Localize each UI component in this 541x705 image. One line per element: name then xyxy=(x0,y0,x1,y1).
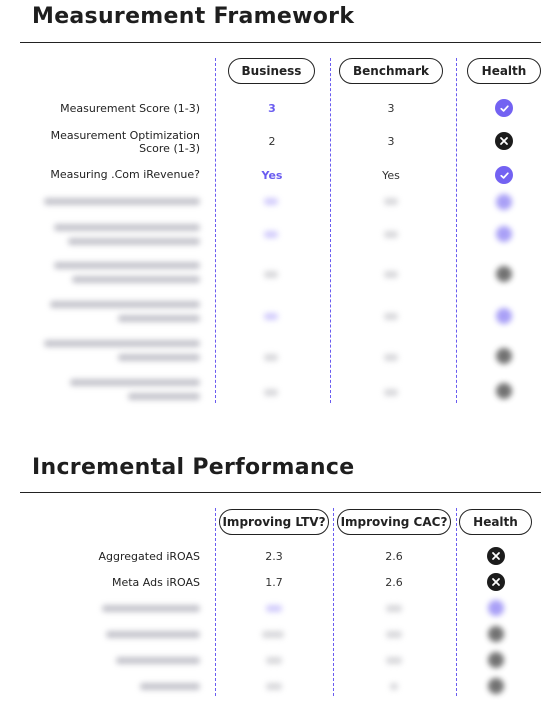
blurred-label xyxy=(118,354,200,361)
x-circle-icon xyxy=(495,132,513,150)
blurred-value xyxy=(386,631,402,638)
blurred-value xyxy=(384,198,398,205)
blurred-icon xyxy=(496,348,512,364)
blurred-value xyxy=(264,271,278,278)
blurred-icon xyxy=(488,600,504,616)
blurred-label xyxy=(68,238,200,245)
column-divider xyxy=(456,58,457,403)
column-divider xyxy=(215,508,216,696)
blurred-value xyxy=(266,683,282,690)
blurred-value xyxy=(384,231,398,238)
row-label: Measurement Optimization Score (1-3) xyxy=(50,129,200,155)
blurred-icon xyxy=(496,226,512,242)
blurred-value xyxy=(386,605,402,612)
blurred-label xyxy=(50,301,200,308)
cac-value: 2.6 xyxy=(385,576,403,589)
blurred-icon xyxy=(488,626,504,642)
section-title-incremental: Incremental Performance xyxy=(32,455,355,480)
column-divider xyxy=(333,508,334,696)
blurred-value xyxy=(386,657,402,664)
blurred-label xyxy=(102,605,200,612)
x-circle-icon xyxy=(487,573,505,591)
blurred-label xyxy=(140,683,200,690)
blurred-value xyxy=(264,354,278,361)
blurred-value xyxy=(262,631,284,638)
blurred-value xyxy=(264,313,278,320)
blurred-label xyxy=(54,262,200,269)
row-label: Measurement Score (1-3) xyxy=(60,102,200,115)
blurred-label xyxy=(128,393,200,400)
row-label: Meta Ads iROAS xyxy=(111,576,200,589)
business-value: Yes xyxy=(261,169,283,182)
row-label: Aggregated iROAS xyxy=(98,550,201,563)
blurred-icon xyxy=(496,308,512,324)
blurred-label xyxy=(116,657,200,664)
blurred-value xyxy=(264,231,278,238)
benchmark-value: 3 xyxy=(387,102,395,115)
blurred-label xyxy=(70,379,200,386)
blurred-value xyxy=(390,683,398,690)
column-header-business[interactable]: Business xyxy=(228,58,315,84)
column-header-ltv[interactable]: Improving LTV? xyxy=(219,509,329,535)
blurred-icon xyxy=(488,678,504,694)
row-label: Measuring .Com iRevenue? xyxy=(50,168,200,181)
benchmark-value: 3 xyxy=(387,135,395,148)
column-header-health[interactable]: Health xyxy=(467,58,541,84)
blurred-icon xyxy=(496,383,512,399)
column-header-benchmark[interactable]: Benchmark xyxy=(339,58,443,84)
blurred-value xyxy=(264,389,278,396)
section-divider xyxy=(20,42,541,43)
blurred-label xyxy=(118,315,200,322)
check-circle-icon xyxy=(495,99,513,117)
blurred-label xyxy=(54,224,200,231)
column-divider xyxy=(330,58,331,403)
blurred-value xyxy=(264,198,278,205)
blurred-value xyxy=(266,605,282,612)
cac-value: 2.6 xyxy=(385,550,403,563)
ltv-value: 2.3 xyxy=(265,550,283,563)
blurred-icon xyxy=(496,266,512,282)
ltv-value: 1.7 xyxy=(265,576,283,589)
blurred-value xyxy=(384,389,398,396)
business-value: 2 xyxy=(268,135,276,148)
column-divider xyxy=(456,508,457,696)
x-circle-icon xyxy=(487,547,505,565)
blurred-value xyxy=(266,657,282,664)
check-circle-icon xyxy=(495,166,513,184)
section-title-measurement: Measurement Framework xyxy=(32,4,355,29)
blurred-label xyxy=(106,631,200,638)
blurred-label xyxy=(44,340,200,347)
blurred-icon xyxy=(488,652,504,668)
blurred-label xyxy=(44,198,200,205)
benchmark-value: Yes xyxy=(382,169,400,182)
blurred-value xyxy=(384,354,398,361)
column-header-health[interactable]: Health xyxy=(459,509,532,535)
blurred-value xyxy=(384,271,398,278)
blurred-value xyxy=(384,313,398,320)
column-divider xyxy=(215,58,216,403)
blurred-label xyxy=(72,276,200,283)
section-divider xyxy=(20,492,541,493)
blurred-icon xyxy=(496,194,512,210)
business-value: 3 xyxy=(268,102,276,115)
column-header-cac[interactable]: Improving CAC? xyxy=(337,509,451,535)
